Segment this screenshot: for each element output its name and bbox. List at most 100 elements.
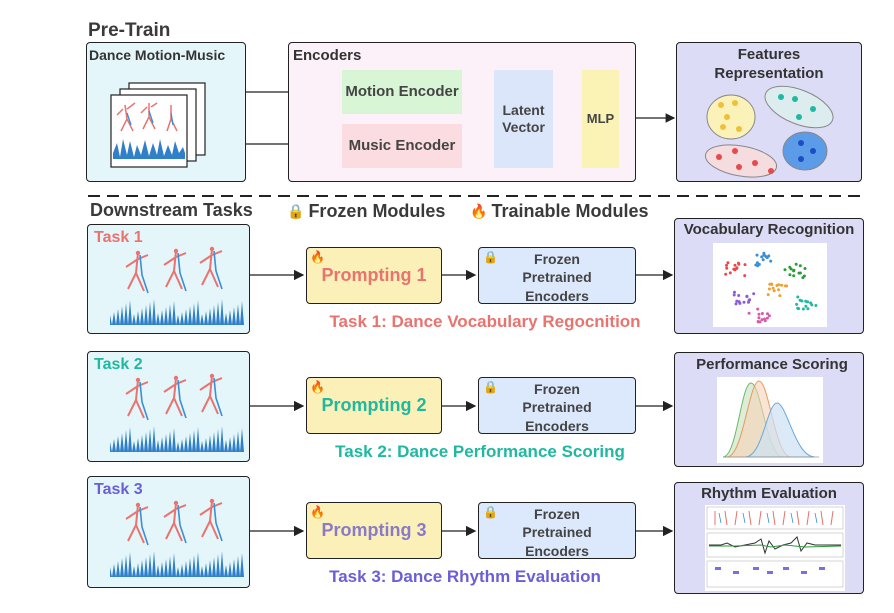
task1-prompting-label: Prompting 1: [321, 265, 427, 285]
motion-encoder: Motion Encoder: [342, 70, 462, 114]
tsne-point: [726, 261, 730, 265]
task1-frozen-label: Frozen Pretrained Encoders: [522, 251, 592, 304]
tsne-point: [788, 273, 792, 277]
tsne-point: [755, 253, 759, 257]
tsne-point: [747, 300, 750, 304]
tsne-point: [737, 300, 741, 304]
tsne-point: [748, 298, 752, 302]
trainable-legend-label: Trainable Modules: [491, 201, 649, 221]
fire-icon: 🔥: [310, 505, 325, 519]
tsne-point: [775, 284, 779, 287]
tsne-point: [798, 298, 802, 302]
tsne-point: [742, 300, 746, 304]
tsne-point: [797, 307, 801, 311]
tsne-point: [777, 288, 780, 292]
lock-icon: 🔒: [483, 380, 498, 394]
input-title: Dance Motion-Music: [89, 47, 226, 63]
tsne-point: [762, 251, 766, 255]
tsne-point: [728, 271, 732, 275]
tsne-point: [760, 312, 764, 315]
tsne-point: [733, 290, 736, 294]
tsne-point: [798, 271, 802, 275]
task3-motion-music: [110, 498, 248, 577]
rhythm-plots: [705, 505, 845, 591]
tsne-point: [737, 294, 741, 297]
latent-vector: Latent Vector: [494, 70, 553, 168]
tsne-point: [760, 318, 764, 322]
tsne-point: [798, 264, 802, 268]
task2-caption: Task 2: Dance Performance Scoring: [335, 442, 625, 461]
lock-icon: 🔒: [483, 505, 498, 519]
features-panel: Features Representation: [676, 42, 862, 182]
tsne-point: [792, 274, 796, 278]
task2-frozen-label: Frozen Pretrained Encoders: [522, 381, 592, 434]
tsne-point: [804, 304, 808, 308]
tsne-point: [747, 311, 751, 315]
lock-icon: 🔒: [483, 250, 498, 264]
tsne-point: [757, 312, 761, 316]
music-encoder: Music Encoder: [342, 124, 462, 168]
tsne-point: [732, 293, 736, 297]
trainable-legend: 🔥 Trainable Modules: [470, 201, 648, 222]
tsne-point: [737, 262, 741, 266]
tsne-point: [761, 258, 765, 262]
tsne-point: [735, 299, 739, 303]
tsne-point: [769, 259, 773, 263]
tsne-point: [733, 263, 737, 267]
tsne-point: [795, 302, 799, 306]
tsne-point: [767, 287, 771, 291]
tsne-point: [809, 301, 813, 305]
task2-output: Performance Scoring: [674, 352, 864, 467]
tsne-point: [780, 283, 784, 287]
features-title: Features Representation: [714, 46, 824, 82]
downstream-title: Downstream Tasks: [90, 200, 253, 220]
tsne-point: [756, 307, 760, 311]
tsne-point: [743, 263, 747, 267]
tsne-point: [796, 295, 800, 299]
score-distributions: [717, 377, 823, 463]
tsne-point: [792, 268, 796, 272]
mlp-block: MLP: [582, 70, 619, 168]
tsne-point: [734, 302, 738, 306]
tsne-point: [801, 307, 805, 311]
task3-prompting-label: Prompting 3: [321, 520, 427, 540]
task3-frozen-label: Frozen Pretrained Encoders: [522, 506, 592, 559]
task3-label: Task 3: [94, 481, 143, 498]
frozen-legend: 🔒 Frozen Modules: [287, 201, 445, 222]
tsne-point: [725, 266, 729, 270]
tsne-point: [770, 282, 774, 286]
task1-input: Task 1: [87, 224, 250, 334]
pretrain-title: Pre-Train: [88, 20, 171, 41]
tsne-point: [802, 274, 806, 278]
tsne-point: [724, 272, 728, 276]
task2-label: Task 2: [94, 356, 143, 373]
tsne-point: [814, 304, 818, 307]
tsne-point: [725, 263, 728, 267]
task2-output-title: Performance Scoring: [696, 356, 848, 373]
task3-prompting: 🔥 Prompting 3: [306, 502, 442, 559]
task3-frozen-encoders: 🔒 Frozen Pretrained Encoders: [478, 502, 636, 559]
tsne-point: [763, 317, 766, 321]
task3-output-title: Rhythm Evaluation: [701, 485, 837, 502]
task1-frozen-encoders: 🔒 Frozen Pretrained Encoders: [478, 247, 636, 304]
tsne-point: [783, 268, 787, 272]
tsne-point: [752, 292, 756, 296]
tsne-point: [765, 316, 769, 320]
fire-icon: 🔥: [310, 380, 325, 394]
tsne-point: [757, 262, 761, 266]
encoders-title: Encoders: [293, 47, 362, 64]
tsne-point: [778, 294, 782, 298]
tsne-point: [794, 262, 798, 266]
task2-frozen-encoders: 🔒 Frozen Pretrained Encoders: [478, 377, 636, 434]
tsne-point: [734, 267, 738, 271]
task3-input: Task 3: [87, 476, 250, 588]
task1-prompting: 🔥 Prompting 1: [306, 247, 442, 304]
tsne-point: [766, 293, 770, 297]
tsne-point: [743, 274, 747, 278]
input-panel: Dance Motion-Music: [86, 42, 246, 182]
task1-caption: Task 1: Dance Vocabulary Regocnition: [329, 312, 641, 331]
task2-prompting-label: Prompting 2: [321, 395, 427, 415]
task1-output: Vocabulary Recognition: [674, 218, 864, 334]
fire-icon: 🔥: [470, 203, 488, 219]
tsne-point: [783, 284, 787, 288]
